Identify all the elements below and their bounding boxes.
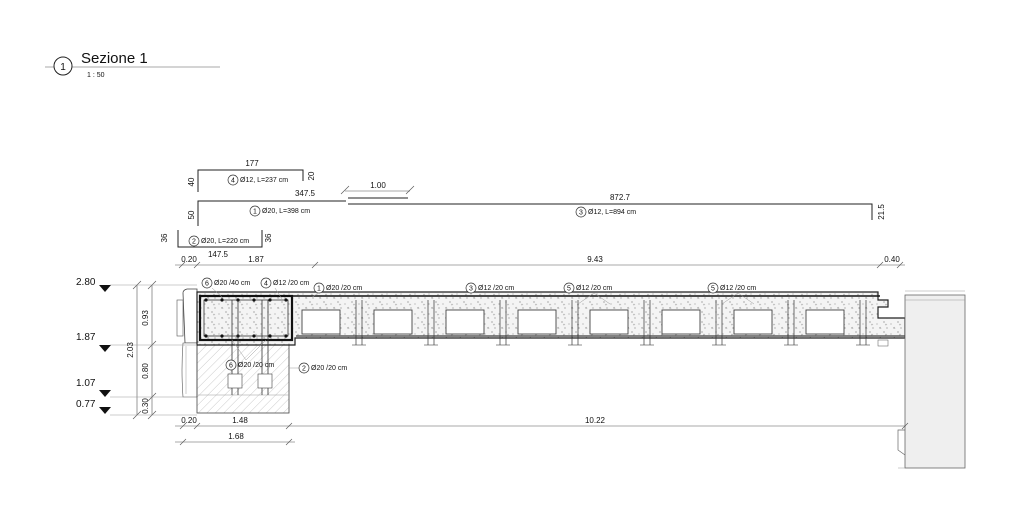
level-2: 1.87: [76, 332, 96, 343]
level-1: 2.80: [76, 277, 96, 288]
bar-2-length-dim: 147.5: [208, 250, 229, 259]
rebar-tags: 6 Ø20 /40 cm 4 Ø12 /20 cm 1 Ø20 /20 cm 3…: [201, 277, 756, 374]
svg-text:4: 4: [264, 281, 268, 288]
bar-3-label: Ø12, L=894 cm: [588, 209, 636, 216]
bar-2-mark: 2: [192, 239, 196, 246]
beam-bars: [204, 298, 288, 338]
view-number: 1: [60, 62, 66, 73]
bar-2-left-leg-dim: 36: [160, 233, 169, 242]
bottom-total-dim: 1.68: [228, 432, 244, 441]
rebar-tag: 1 Ø20 /20 cm: [311, 282, 362, 298]
title-block: 1 Sezione 1 1 : 50: [45, 50, 220, 79]
rebar-tag: 4 Ø12 /20 cm: [260, 277, 309, 300]
bar-2-right-leg-dim: 36: [264, 233, 273, 242]
bar-4-mark: 4: [231, 178, 235, 185]
bottom-dim-2: 1.48: [232, 416, 248, 425]
bottom-dim-1: 0.20: [181, 416, 197, 425]
bottom-dimensions: 0.20 1.48 10.22 1.68: [175, 416, 909, 446]
bar-1-mark: 1: [253, 209, 257, 216]
cladding: [182, 288, 198, 344]
rebar-tag: 2 Ø20 /20 cm: [289, 362, 347, 374]
rebar-tag: 5 Ø12 /20 cm: [707, 282, 756, 305]
svg-text:2: 2: [302, 366, 306, 373]
lap-length-label: 1.00: [370, 181, 386, 190]
bar-schedule: 177 40 20 4 Ø12, L=237 cm 1.00 347.5 50 …: [160, 159, 886, 259]
foundation-block: [196, 344, 290, 414]
bar-1-leg-dim: 50: [187, 210, 196, 219]
svg-text:5: 5: [711, 286, 715, 293]
slab-void-blocks: [301, 309, 845, 335]
level-4: 0.77: [76, 399, 96, 410]
svg-text:Ø12 /20 cm: Ø12 /20 cm: [576, 285, 612, 292]
bar-3-mark: 3: [579, 210, 583, 217]
svg-text:Ø12 /20 cm: Ø12 /20 cm: [478, 285, 514, 292]
top-dim-1: 0.20: [181, 255, 197, 264]
rebar-tag: 5 Ø12 /20 cm: [563, 282, 612, 305]
view-scale: 1 : 50: [87, 72, 105, 79]
svg-text:6: 6: [229, 363, 233, 370]
top-dim-2: 1.87: [248, 255, 264, 264]
svg-text:Ø20 /20 cm: Ø20 /20 cm: [326, 285, 362, 292]
level-3: 1.07: [76, 378, 96, 389]
rebar-tag: 3 Ø12 /20 cm: [465, 282, 514, 294]
rebar-tag: 6 Ø20 /20 cm: [225, 339, 274, 371]
vertical-total-dim: 2.03: [126, 342, 135, 358]
bar-1-label: Ø20, L=398 cm: [262, 208, 310, 215]
bar-2-mark-circle: [188, 235, 200, 247]
svg-text:Ø12 /20 cm: Ø12 /20 cm: [720, 285, 756, 292]
structure: [176, 288, 966, 469]
bar-1-length-dim: 347.5: [295, 189, 316, 198]
top-dimension-line: 0.20 1.87 9.43 0.40: [175, 255, 905, 269]
rebar-tag: 6 Ø20 /40 cm: [201, 277, 250, 298]
svg-text:1: 1: [317, 286, 321, 293]
bar-3-mark-circle: [575, 206, 587, 218]
svg-text:Ø12 /20 cm: Ø12 /20 cm: [273, 280, 309, 287]
vertical-dim-3: 0.30: [141, 398, 150, 414]
top-dim-3: 9.43: [587, 255, 603, 264]
level-markers: 2.80 1.87 1.07 0.77: [76, 277, 111, 414]
rib-bars: [355, 300, 867, 345]
vertical-dim-2: 0.80: [141, 363, 150, 379]
bar-3-length-dim: 872.7: [610, 193, 631, 202]
bar-4-hook-dim: 20: [307, 171, 316, 180]
svg-text:Ø20 /20 cm: Ø20 /20 cm: [311, 365, 347, 372]
view-title: Sezione 1: [81, 50, 148, 67]
svg-text:3: 3: [469, 286, 473, 293]
bar-4-length-dim: 177: [245, 159, 259, 168]
view-number-circle: [53, 56, 73, 76]
svg-text:Ø20 /40 cm: Ø20 /40 cm: [214, 280, 250, 287]
bottom-dim-3: 10.22: [585, 416, 606, 425]
bar-4-leg-dim: 40: [187, 177, 196, 186]
bar-1-mark-circle: [249, 205, 261, 217]
bar-4-label: Ø12, L=237 cm: [240, 177, 288, 184]
vertical-dimensions: 0.93 0.80 0.30 2.03: [110, 280, 197, 420]
right-wall: [904, 294, 966, 469]
vertical-dim-1: 0.93: [141, 310, 150, 326]
bar-2-label: Ø20, L=220 cm: [201, 238, 249, 245]
svg-text:5: 5: [567, 286, 571, 293]
svg-text:6: 6: [205, 281, 209, 288]
bar-3-hook-dim: 21.5: [877, 204, 886, 220]
top-dim-4: 0.40: [884, 255, 900, 264]
svg-text:Ø20 /20 cm: Ø20 /20 cm: [238, 362, 274, 369]
bar-4-mark-circle: [227, 174, 239, 186]
